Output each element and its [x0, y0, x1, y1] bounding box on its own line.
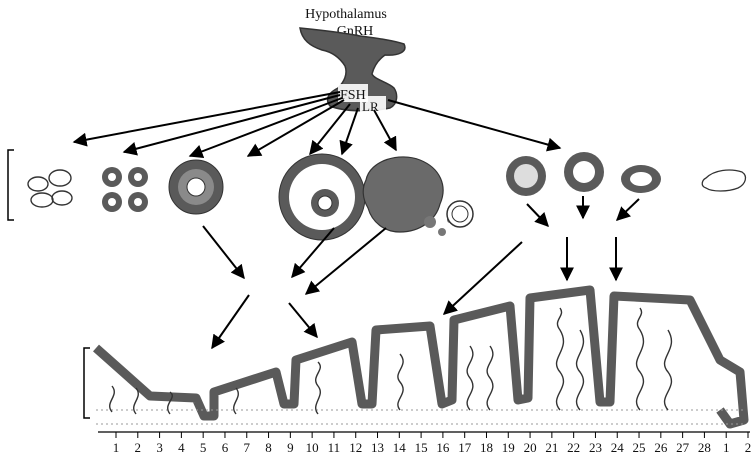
day-label: 17	[458, 440, 472, 455]
day-label: 20	[524, 440, 537, 455]
arrow-to-ovulation	[374, 110, 396, 150]
day-label: 22	[567, 440, 580, 455]
lh-label: LR	[362, 99, 379, 114]
hypothalamus-label: Hypothalamus	[305, 7, 387, 22]
day-label: 26	[654, 440, 668, 455]
day-label: 25	[633, 440, 646, 455]
day-label: 14	[393, 440, 407, 455]
day-label: 13	[371, 440, 384, 455]
day-label: 10	[306, 440, 319, 455]
day-label: 12	[349, 440, 362, 455]
day-label: 6	[222, 440, 229, 455]
arrow-to-antral-2	[342, 108, 358, 154]
primordial-follicles	[28, 170, 72, 207]
corpus-luteum-stages	[506, 152, 661, 196]
day-label: 8	[265, 440, 272, 455]
endometrium-bracket	[84, 348, 90, 418]
day-label: 28	[698, 440, 711, 455]
day-label: 24	[611, 440, 625, 455]
hormone-arrows	[74, 92, 560, 156]
arrow-to-primary	[124, 95, 340, 152]
primary-follicles	[102, 167, 148, 212]
day-label: 19	[502, 440, 515, 455]
day-label: 21	[545, 440, 558, 455]
endometrium-profile	[96, 290, 744, 424]
day-label: 1	[113, 440, 120, 455]
day-label: 23	[589, 440, 602, 455]
ovulating-follicle	[363, 157, 473, 236]
ovary-bracket	[8, 150, 14, 220]
day-label: 11	[328, 440, 341, 455]
day-label: 2	[745, 440, 752, 455]
antral-follicle	[279, 154, 365, 240]
day-label: 16	[436, 440, 450, 455]
secondary-follicle	[169, 160, 223, 214]
day-label: 4	[178, 440, 185, 455]
day-label: 7	[244, 440, 251, 455]
day-axis-ticks	[116, 432, 748, 438]
day-label: 5	[200, 440, 207, 455]
day-label: 1	[723, 440, 730, 455]
day-label: 27	[676, 440, 690, 455]
day-label: 9	[287, 440, 294, 455]
day-label: 2	[135, 440, 142, 455]
arrow-to-primordial	[74, 92, 340, 142]
day-label: 15	[415, 440, 428, 455]
corpus-albicans	[702, 170, 745, 191]
day-label: 3	[156, 440, 163, 455]
day-label: 18	[480, 440, 493, 455]
arrow-to-corpus-luteum	[388, 100, 560, 148]
